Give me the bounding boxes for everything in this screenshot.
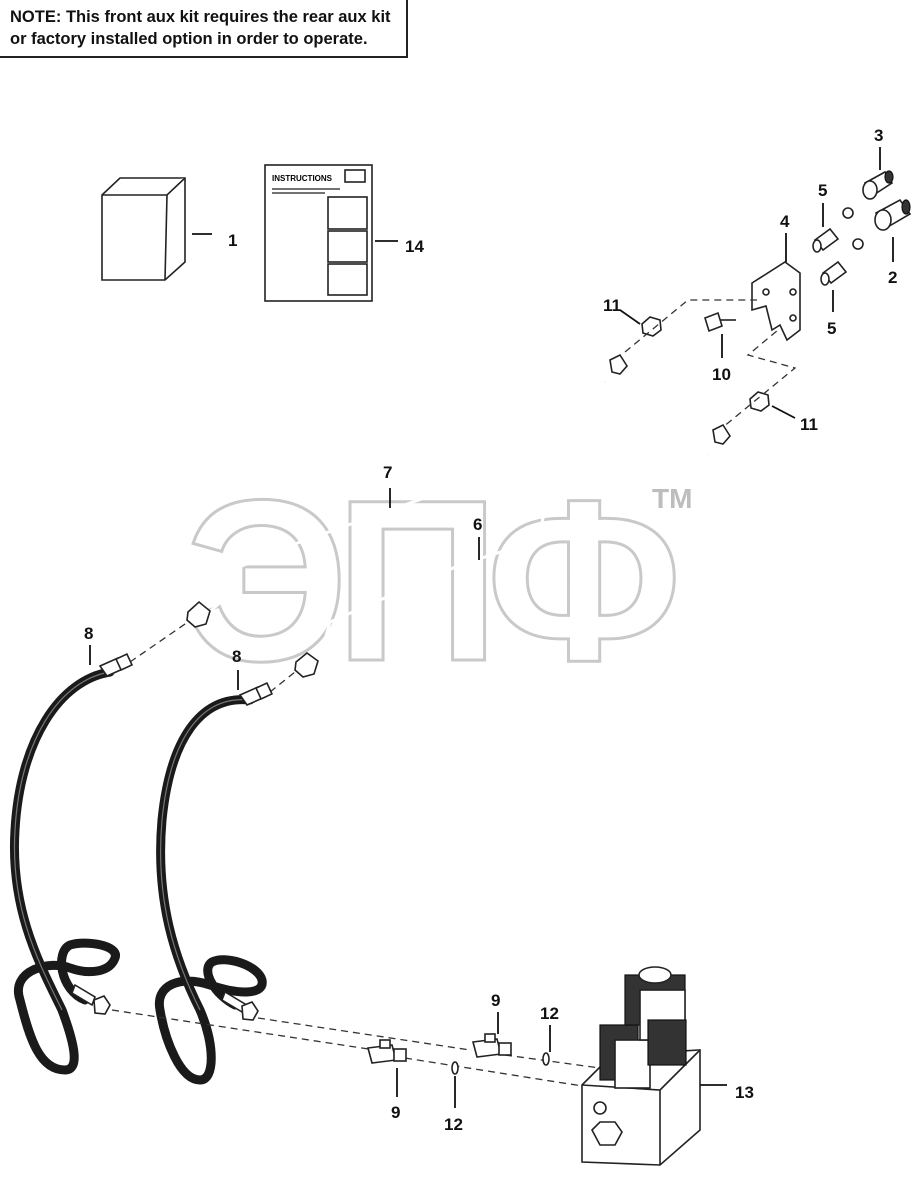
assembly-line [257, 1017, 471, 1051]
note-line-1: This front aux kit requires the rear aux… [65, 8, 391, 26]
callout-8: 8 [232, 647, 241, 666]
assembly-line [111, 1009, 376, 1051]
callout-5: 5 [818, 181, 827, 200]
part-14-instructions: INSTRUCTIONS [264, 164, 373, 302]
assembly-line [269, 671, 296, 693]
watermark-logo: ЭПФ [185, 452, 675, 709]
assembly-line [624, 299, 757, 353]
callout-2: 2 [888, 268, 897, 287]
part-9-fitting [366, 1039, 407, 1064]
callout-11: 11 [603, 296, 621, 315]
callout-7: 7 [383, 463, 392, 482]
assembly-line [404, 1057, 596, 1089]
instructions-title: INSTRUCTIONS [272, 174, 333, 183]
callout-10: 10 [712, 365, 731, 384]
note-label: NOTE: [10, 8, 62, 26]
part-8-hose [154, 681, 274, 1085]
part-11-nut [641, 316, 662, 337]
callout-8: 8 [84, 624, 93, 643]
part-4-bracket [751, 261, 801, 342]
callout-13: 13 [735, 1083, 754, 1102]
callout-9: 9 [491, 991, 500, 1010]
o-ring [842, 207, 854, 219]
assembly-line [504, 1054, 601, 1069]
callout-12: 12 [444, 1115, 463, 1134]
callout-6: 6 [473, 515, 482, 534]
part-5-adapter [812, 227, 840, 253]
part-12-o-ring [542, 1052, 550, 1066]
callout-3: 3 [874, 126, 883, 145]
callout-9: 9 [391, 1103, 400, 1122]
part-7-tube [186, 325, 628, 628]
part-1-box [101, 177, 186, 281]
part-8-hose [9, 652, 134, 1075]
o-ring [852, 238, 864, 250]
callout-12: 12 [540, 1004, 559, 1023]
part-2-coupler [874, 198, 912, 231]
part-6-tube [294, 382, 731, 678]
part-12-o-ring [451, 1061, 459, 1075]
callout-14: 14 [405, 237, 424, 256]
callout-4: 4 [780, 212, 790, 231]
part-5-adapter [820, 260, 848, 286]
callout-1: 1 [228, 231, 237, 250]
assembly-line [129, 621, 189, 663]
part-13-valve [581, 966, 701, 1166]
callouts: 1 14 3 5 4 2 5 11 10 11 7 6 8 8 9 12 13 … [84, 126, 897, 1134]
part-11-nut [749, 391, 770, 412]
callout-11: 11 [800, 415, 818, 434]
watermark-tm: TM [652, 483, 692, 514]
note-box: NOTE: This front aux kit requires the re… [0, 0, 408, 58]
note-line-2: or factory installed option in order to … [10, 30, 368, 48]
part-3-coupler [862, 170, 894, 200]
leader-lines [89, 147, 894, 1108]
part-9-fitting [471, 1033, 512, 1058]
callout-5: 5 [827, 319, 836, 338]
part-10-bolt [704, 311, 736, 333]
assembly-line [716, 329, 797, 433]
